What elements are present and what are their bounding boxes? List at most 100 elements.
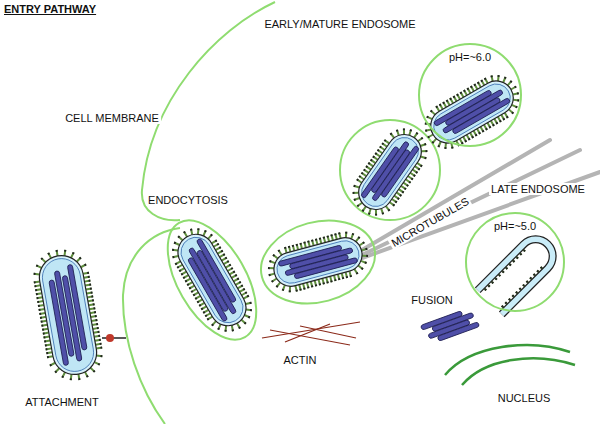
viral-envelope: [425, 75, 520, 149]
spike-tip: [361, 173, 362, 174]
glycoprotein-spike: [498, 117, 501, 122]
glycoprotein-spike: [474, 84, 477, 89]
spike-tip: [96, 323, 98, 325]
glycoprotein-spike: [214, 244, 219, 247]
spike-tip: [193, 294, 195, 297]
spike-tip: [334, 279, 336, 281]
spike-tip: [498, 75, 500, 77]
glycoprotein-spike: [312, 240, 314, 246]
spike-tip: [101, 355, 103, 358]
spike-tip: [97, 327, 99, 329]
spike-tip: [296, 244, 298, 246]
spike-tip: [41, 324, 43, 326]
spike-tip: [40, 317, 42, 319]
spike-tip: [338, 278, 340, 280]
glycoprotein-spike: [63, 250, 66, 256]
glycoprotein-spike: [220, 254, 225, 257]
spike-tip: [322, 282, 324, 284]
glycoprotein-spike: [403, 183, 408, 186]
spike-tip: [47, 356, 49, 358]
glycoprotein-spike: [299, 285, 301, 291]
spike-tip: [38, 305, 40, 307]
spike-tip: [211, 234, 213, 235]
spike-tip: [187, 283, 189, 286]
spike-tip: [93, 307, 95, 309]
title: ENTRY PATHWAY: [4, 3, 96, 15]
organelle-label: NUCLEUS: [496, 392, 553, 404]
spike-tip: [91, 291, 93, 293]
glycoprotein-spike: [197, 299, 202, 302]
spike-tip: [506, 116, 509, 118]
glycoprotein-spike: [417, 163, 422, 166]
glycoprotein-spike: [230, 271, 235, 274]
spike-tip: [456, 94, 459, 96]
glycoprotein-spike: [467, 88, 470, 93]
spike-tip: [393, 205, 394, 206]
glycoprotein-spike: [175, 261, 180, 264]
glycoprotein-spike: [464, 90, 467, 95]
viral-matrix: [39, 256, 96, 375]
glycoprotein-spike: [375, 153, 380, 156]
spike-tip: [183, 276, 185, 279]
spike-tip: [520, 254, 521, 255]
spike-tip: [404, 188, 405, 189]
spike-tip: [315, 285, 317, 287]
spike-tip: [368, 163, 369, 164]
glycoprotein-spike: [487, 123, 490, 128]
glycoprotein-spike: [268, 267, 274, 270]
glycoprotein-spike: [84, 281, 90, 282]
spike-tip: [39, 313, 41, 315]
spike-tip: [232, 329, 233, 331]
spike-tip: [98, 335, 100, 337]
spike-tip: [46, 352, 48, 354]
glycoprotein-spike: [86, 288, 92, 289]
spike-tip: [513, 261, 514, 262]
spike-tip: [37, 301, 39, 303]
nucleus-envelope: [462, 358, 575, 385]
glycoprotein-spike: [436, 106, 439, 111]
spike-tip: [237, 277, 239, 280]
spike-tip: [461, 142, 464, 144]
spike-tip: [195, 297, 197, 300]
spike-tip: [46, 348, 48, 350]
spike-tip: [90, 287, 92, 289]
glycoprotein-spike: [373, 156, 378, 159]
spike-tip: [323, 237, 325, 239]
glycoprotein-spike: [228, 268, 233, 271]
spike-tip: [219, 246, 221, 249]
spike-tip: [471, 136, 474, 138]
glycoprotein-spike: [88, 300, 94, 301]
glycoprotein-spike: [421, 148, 427, 154]
glycoprotein-spike: [95, 340, 101, 341]
spike-tip: [502, 118, 505, 120]
glycoprotein-spike: [450, 98, 453, 103]
glycoprotein-spike: [47, 356, 53, 357]
spike-tip: [44, 340, 46, 342]
spike-tip: [400, 195, 401, 196]
spike-tip: [98, 364, 100, 365]
spike-tip: [504, 77, 506, 79]
spike-tip: [390, 133, 392, 134]
glycoprotein-spike: [230, 325, 234, 331]
glycoprotein-spike: [177, 265, 182, 268]
glycoprotein-spike: [224, 261, 229, 264]
spike-tip: [453, 96, 456, 98]
spike-tip: [307, 241, 309, 243]
spike-tip: [92, 299, 94, 301]
viral-envelope: [36, 252, 100, 378]
glycoprotein-spike: [505, 113, 508, 118]
spike-tip: [334, 234, 336, 236]
glycoprotein-spike: [89, 304, 95, 305]
glycoprotein-spike: [191, 289, 196, 292]
spike-tip: [56, 250, 58, 252]
spike-tip: [55, 371, 57, 372]
spike-tip: [183, 232, 186, 234]
spike-tip: [288, 290, 291, 292]
spike-tip: [364, 169, 365, 170]
spike-tip: [371, 160, 372, 161]
glycoprotein-spike: [359, 176, 364, 179]
glycoprotein-spike: [34, 281, 40, 282]
spike-tip: [89, 284, 91, 286]
spike-tip: [299, 289, 301, 291]
nucleocapsid-rod: [442, 97, 501, 134]
